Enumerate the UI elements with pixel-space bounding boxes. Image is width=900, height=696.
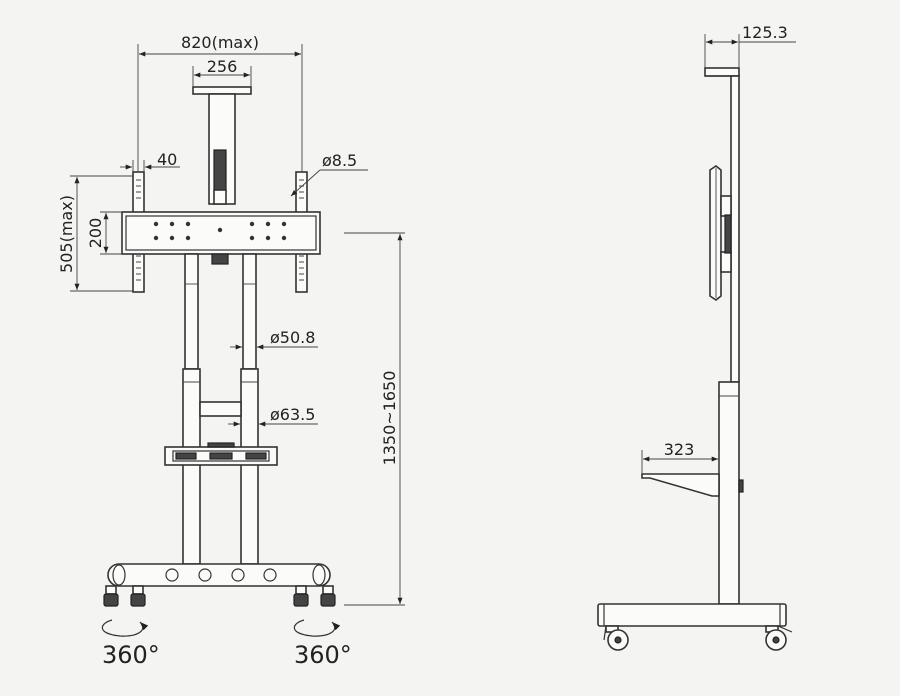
caster-wheels-right — [293, 585, 336, 607]
side-view: 125.3 323 — [597, 23, 796, 651]
vesa-plate — [121, 211, 321, 265]
camera-shelf — [192, 86, 252, 205]
rotation-label-right: 360° — [294, 641, 352, 669]
side-top-shelf — [704, 67, 740, 77]
label-total-height: 1350~1650 — [380, 371, 399, 466]
dimension-hole-height: 200 — [86, 211, 122, 255]
side-screen — [709, 165, 732, 301]
dimension-upright-spacing: 40 — [120, 150, 180, 172]
cross-bar — [199, 401, 242, 417]
side-caster-left — [603, 625, 629, 651]
rotation-label-left: 360° — [102, 641, 160, 669]
dimension-hole-diameter: ø8.5 — [290, 151, 368, 197]
upper-poles — [184, 253, 257, 370]
rotation-arrow-left-icon — [101, 619, 149, 637]
dimension-top-width: 820(max) — [137, 33, 303, 172]
label-top-width: 820(max) — [181, 33, 259, 52]
side-caster-right — [765, 625, 793, 651]
lower-poles — [182, 368, 259, 565]
middle-shelf — [164, 442, 278, 466]
label-side-top-shelf: 125.3 — [742, 23, 788, 42]
side-base — [597, 603, 787, 627]
rotation-arrow-right-icon — [293, 619, 341, 637]
label-hole-diameter: ø8.5 — [322, 151, 357, 170]
label-upper-pole: ø50.8 — [270, 328, 315, 347]
side-upper-column — [730, 75, 740, 383]
dimension-side-top-shelf: 125.3 — [704, 23, 796, 68]
dimension-camera-shelf: 256 — [192, 57, 252, 87]
label-max-height: 505(max) — [57, 195, 76, 273]
base-bar — [107, 563, 331, 587]
dimension-total-height: 1350~1650 — [344, 232, 405, 606]
label-camera-shelf: 256 — [207, 57, 238, 76]
label-lower-pole: ø63.5 — [270, 405, 315, 424]
caster-wheels-left — [103, 585, 146, 607]
dimension-max-height: 505(max) — [57, 175, 133, 292]
dimension-upper-pole: ø50.8 — [230, 328, 318, 350]
label-hole-height: 200 — [86, 218, 105, 249]
side-lower-column — [718, 381, 740, 605]
label-side-shelf-depth: 323 — [664, 440, 695, 459]
dimension-lower-pole: ø63.5 — [228, 405, 318, 427]
front-view: 360° 360° 820(max) 256 40 ø8. — [57, 33, 405, 669]
dimension-side-shelf-depth: 323 — [641, 440, 720, 474]
label-upright-spacing: 40 — [157, 150, 177, 169]
